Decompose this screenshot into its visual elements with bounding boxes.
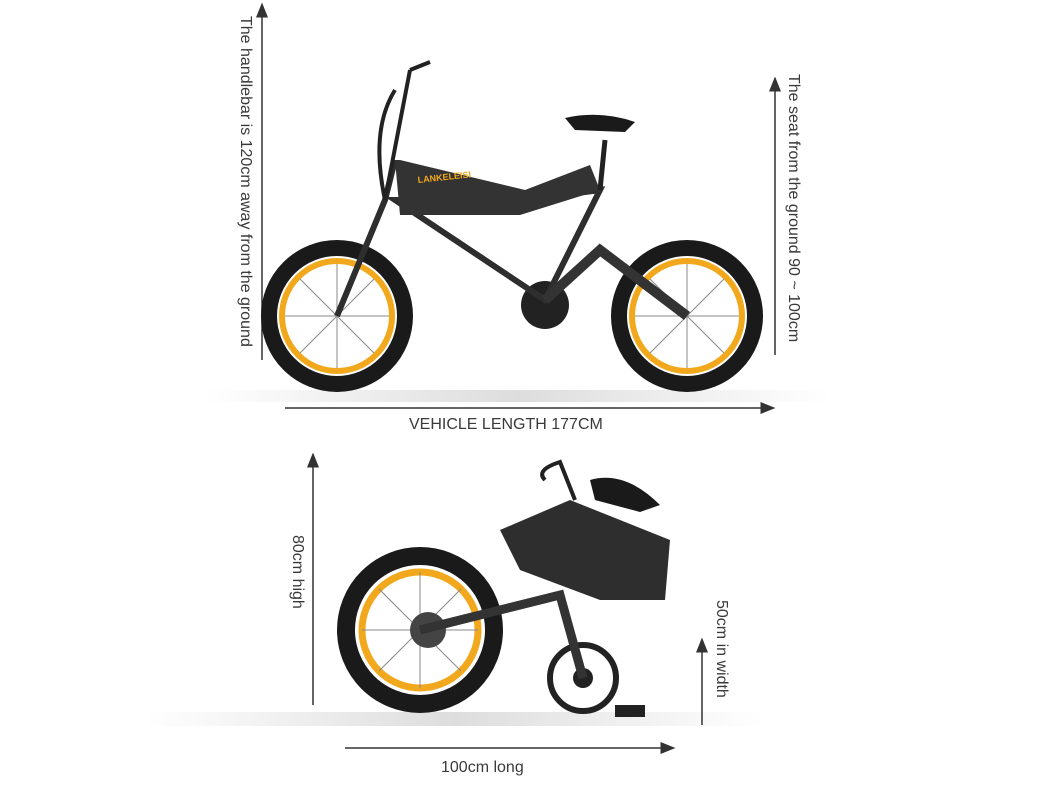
folded-height-label: 80cm high [289, 535, 306, 609]
unfolded-bike-image: LANKELEISI [261, 60, 763, 392]
floor-shadow [145, 712, 765, 726]
seat-height-label: The seat from the ground 90 ~ 100cm [785, 74, 802, 343]
folded-length-label: 100cm long [441, 759, 524, 776]
folded-bike-image [337, 459, 670, 717]
folded-width-label: 50cm in width [713, 600, 730, 698]
floor-shadow [205, 390, 830, 402]
handlebar-height-label: The handlebar is 120cm away from the gro… [237, 16, 254, 347]
vehicle-length-label: VEHICLE LENGTH 177CM [409, 416, 603, 433]
